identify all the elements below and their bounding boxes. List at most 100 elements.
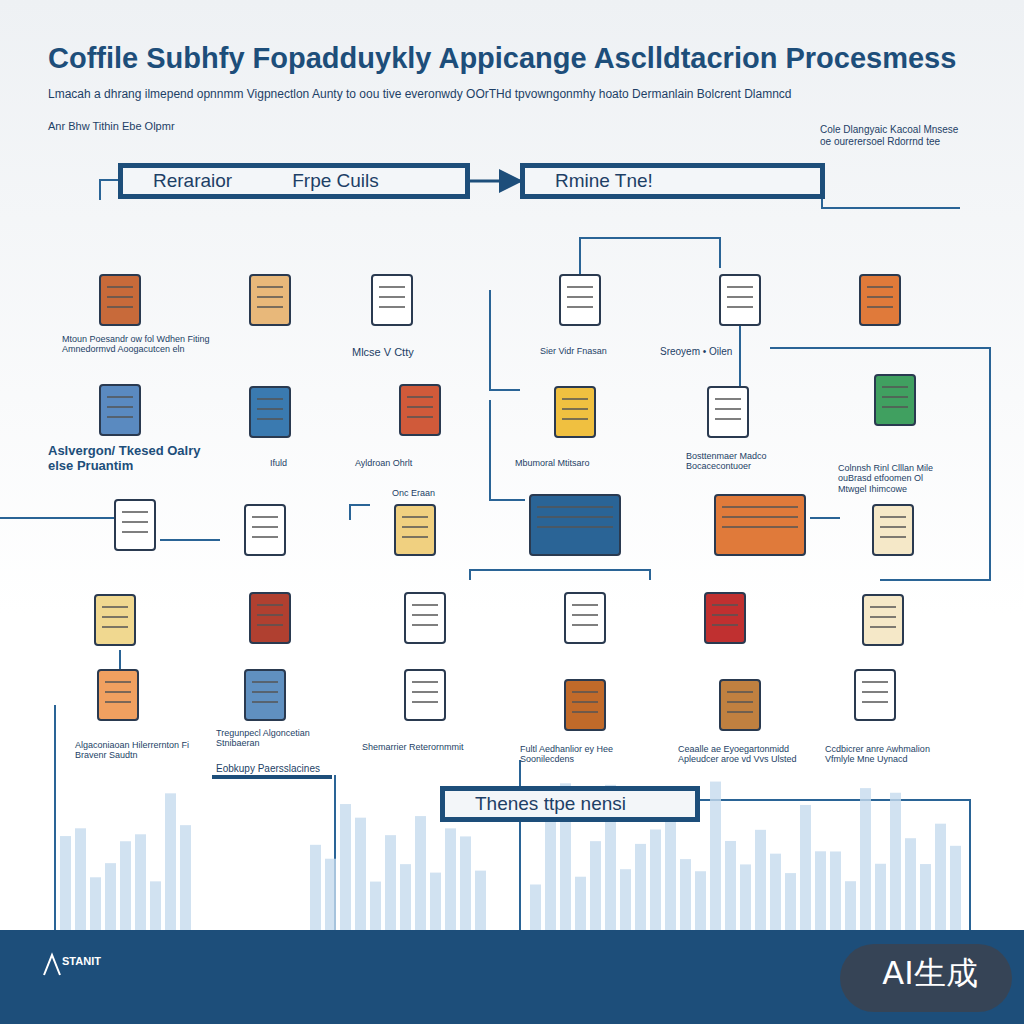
bar — [950, 846, 961, 930]
icon-frame — [720, 680, 760, 730]
icon-line — [867, 296, 893, 298]
icon-frame — [708, 387, 748, 437]
bar — [875, 864, 886, 930]
icon-frame — [95, 595, 135, 645]
icon-line — [870, 626, 896, 628]
bar — [150, 881, 161, 930]
icon-line — [102, 616, 128, 618]
bar — [935, 824, 946, 930]
bar — [165, 793, 176, 930]
icon-line — [407, 396, 433, 398]
banner-box: Rmine Tne! — [520, 163, 825, 199]
bar — [695, 871, 706, 930]
caption: Lmacah a dhrang ilmepend opnnmm Vigpnect… — [48, 88, 978, 102]
icon-line — [257, 306, 283, 308]
icon-line — [257, 408, 283, 410]
node-text: Eobkupy Paersslacines — [216, 763, 320, 774]
icon-frame — [860, 275, 900, 325]
icon-frame — [250, 387, 290, 437]
bar — [650, 829, 661, 930]
bar — [445, 828, 456, 930]
icon-line — [379, 286, 405, 288]
caption: Cole Dlangyaic Kacoal Mnsese oe ourerers… — [820, 124, 970, 147]
icon-line — [107, 416, 133, 418]
icon-line — [715, 408, 741, 410]
bar — [620, 869, 631, 930]
icon-line — [727, 711, 753, 713]
icon-frame — [555, 387, 595, 437]
icon-line — [407, 406, 433, 408]
icon-frame — [405, 670, 445, 720]
icon-line — [562, 408, 588, 410]
icon-line — [880, 526, 906, 528]
bar — [400, 864, 411, 930]
icon-frame — [395, 505, 435, 555]
leader-lines — [0, 180, 990, 930]
icon-frame — [705, 593, 745, 643]
bar — [710, 782, 721, 930]
caption: Bosttenmaer Madco Bocacecontuoer — [686, 451, 796, 472]
icon-line — [572, 624, 598, 626]
caption: Ceaalle ae Eyoegartonmidd Apleudcer aroe… — [678, 744, 808, 765]
bar — [355, 818, 366, 930]
caption: Mtoun Poesandr ow fol Wdhen Fiting Amned… — [62, 334, 222, 355]
icon-line — [402, 526, 428, 528]
bar — [635, 844, 646, 930]
bar — [325, 859, 336, 930]
icon-line — [379, 306, 405, 308]
icon-line — [880, 516, 906, 518]
caption: Sier Vidr Fnasan — [540, 346, 640, 356]
flag-box: Eobkupy Paersslacines — [212, 762, 332, 779]
bar — [665, 816, 676, 930]
icon-line — [105, 681, 131, 683]
bar-chart — [60, 782, 961, 930]
icon-line — [412, 604, 438, 606]
bar — [340, 804, 351, 930]
icon-line — [712, 624, 738, 626]
bar — [905, 838, 916, 930]
icon-line — [122, 531, 148, 533]
icon-line — [412, 701, 438, 703]
icon-line — [412, 681, 438, 683]
icon-line — [402, 536, 428, 538]
icon-line — [572, 614, 598, 616]
footer-logo: STANIT — [62, 955, 142, 968]
caption: Ifuld — [270, 458, 310, 468]
icon-frame — [100, 385, 140, 435]
icon-line — [107, 396, 133, 398]
icon-frame — [400, 385, 440, 435]
icon-line — [870, 616, 896, 618]
icon-frame — [100, 275, 140, 325]
bar — [180, 825, 191, 930]
icon-line — [252, 536, 278, 538]
icon-line — [257, 418, 283, 420]
icon-line — [862, 701, 888, 703]
icon-line — [572, 701, 598, 703]
icon-frame — [715, 495, 805, 555]
icon-line — [867, 306, 893, 308]
icon-line — [727, 306, 753, 308]
bar — [370, 882, 381, 930]
icon-line — [712, 614, 738, 616]
bar — [530, 884, 541, 930]
icon-line — [107, 296, 133, 298]
bar — [75, 828, 86, 930]
icon-line — [257, 398, 283, 400]
icon-line — [257, 286, 283, 288]
icon-line — [252, 526, 278, 528]
icon-line — [567, 286, 593, 288]
icon-frame — [245, 670, 285, 720]
icon-line — [102, 626, 128, 628]
icon-line — [412, 691, 438, 693]
caption: Sreoyem • Oilen — [660, 346, 770, 358]
icon-frame — [720, 275, 760, 325]
icon-line — [572, 691, 598, 693]
icon-line — [880, 536, 906, 538]
bar — [890, 793, 901, 930]
icon-line — [722, 506, 798, 508]
caption: Mlcse V Ctty — [352, 346, 442, 359]
icon-frame — [405, 593, 445, 643]
icon-line — [722, 526, 798, 528]
icon-frame — [250, 593, 290, 643]
